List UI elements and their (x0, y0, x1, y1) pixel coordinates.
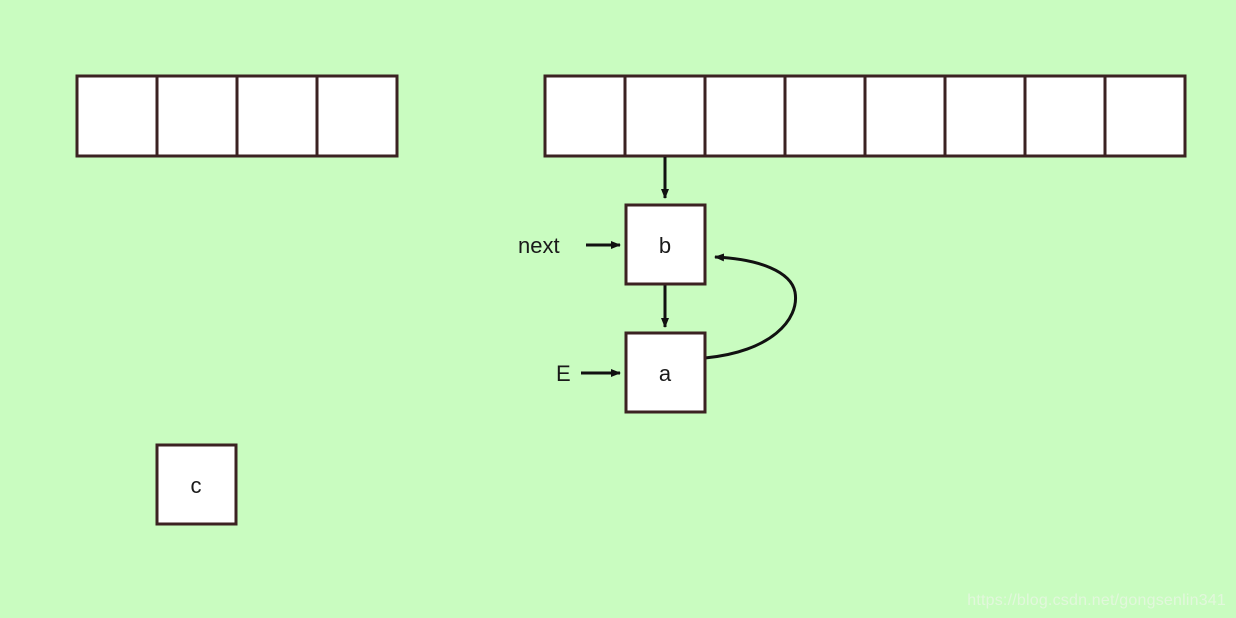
right-array (543, 74, 1187, 158)
node-a[interactable]: a (624, 331, 707, 414)
label-next: next (518, 233, 560, 258)
node-c-label: c (191, 473, 202, 498)
right-array-cell-8[interactable] (1103, 74, 1187, 158)
left-array-cell-3[interactable] (235, 74, 319, 158)
right-array-cell-3[interactable] (703, 74, 787, 158)
left-array-cell-1[interactable] (75, 74, 159, 158)
left-array-cell-4[interactable] (315, 74, 399, 158)
left-array-cell-2[interactable] (155, 74, 239, 158)
label-E: E (556, 361, 571, 386)
right-array-cell-5[interactable] (863, 74, 947, 158)
edge-a-to-b-curved (704, 253, 798, 360)
right-array-cell-1[interactable] (543, 74, 627, 158)
node-a-box[interactable] (624, 331, 707, 414)
node-b-label: b (659, 233, 671, 258)
right-array-cell-7[interactable] (1023, 74, 1107, 158)
right-array-cell-6[interactable] (943, 74, 1027, 158)
right-array-cell-4[interactable] (783, 74, 867, 158)
right-array-cell-2[interactable] (623, 74, 707, 158)
left-array (75, 74, 399, 158)
node-b[interactable]: b (624, 203, 707, 286)
node-b-box[interactable] (624, 203, 707, 286)
node-c[interactable]: c (155, 443, 238, 526)
node-a-label: a (659, 361, 672, 386)
watermark: https://blog.csdn.net/gongsenlin341 (967, 592, 1226, 609)
node-c-box[interactable] (155, 443, 238, 526)
